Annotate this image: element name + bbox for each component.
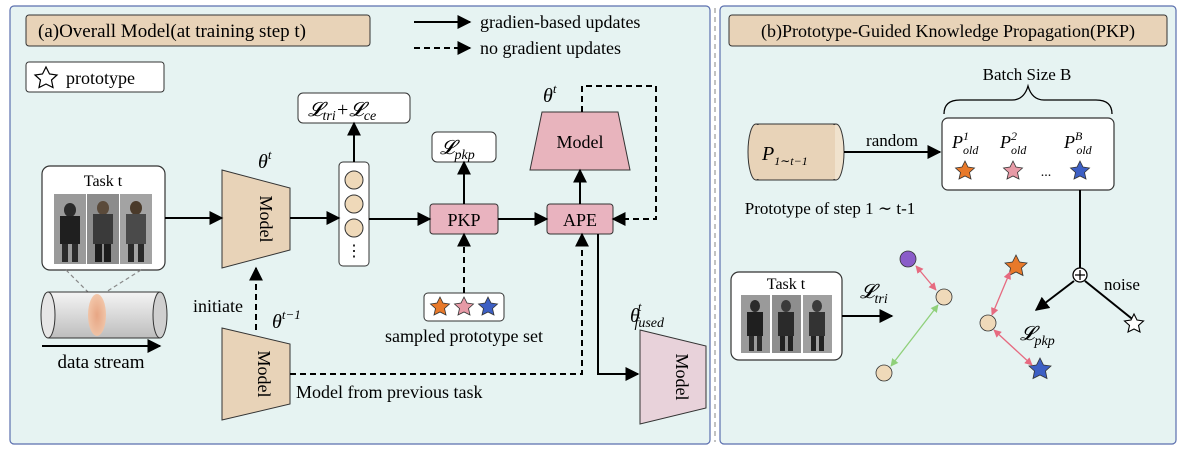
cluster-star-blue-icon (1028, 357, 1052, 380)
random-label: random (866, 131, 918, 150)
model-current (221, 169, 291, 269)
ape-to-fused-arrow (597, 234, 640, 381)
task-t-title-b: Task t (767, 276, 806, 293)
prototype-store-label: P1∼t−1 (761, 143, 808, 168)
triplet-positive-tan (875, 364, 893, 382)
prototype-store-cylinder (747, 123, 845, 181)
model-ema (529, 111, 631, 171)
legend-prototype-label: prototype (66, 68, 135, 88)
model-from-previous-label: Model from previous task (296, 382, 482, 402)
noise-star-icon (1123, 312, 1145, 334)
cluster-sample-tan (979, 314, 997, 332)
cluster-star-orange-icon (1004, 254, 1028, 277)
task-t-images-b (741, 295, 832, 353)
pkp-label: PKP (447, 210, 480, 230)
sampled-star-pink-icon (453, 296, 475, 316)
batch-star-pink-icon (1002, 160, 1024, 180)
panel-a-title-box (25, 14, 371, 47)
model-ema-label: Model (557, 132, 604, 152)
model-previous (221, 327, 291, 421)
noise-to-plus-line (1084, 280, 1137, 323)
feature-circle-1 (344, 170, 364, 190)
batch-size-label: Batch Size B (983, 65, 1072, 84)
plus-sign (1075, 270, 1085, 280)
sampled-prototype-label: sampled prototype set (385, 326, 543, 346)
ema-loop-arrow (581, 85, 657, 226)
initiate-label: initiate (193, 296, 243, 316)
loss-tri-ce: 𝓛tri+𝓛ce (308, 99, 376, 124)
theta-prev: θt−1 (272, 307, 301, 333)
legend-nograd-label: no gradient updates (480, 38, 621, 58)
panel-b-title: (b)Prototype-Guided Knowledge Propagatio… (761, 21, 1135, 42)
task-t-title: Task t (84, 173, 123, 190)
batch-ellipsis: ... (1041, 165, 1052, 180)
prototype-of-step-label: Prototype of step 1 ∼ t-1 (745, 199, 916, 218)
feature-circle-2 (344, 194, 364, 214)
model-current-label: Model (256, 196, 276, 243)
triplet-anchor-purple (899, 250, 917, 268)
feature-dots: ⋮ (346, 243, 362, 260)
triplet-pink-arrow (915, 265, 937, 291)
triplet-anchor-tan (935, 288, 953, 306)
plus-to-cluster-arrow (1034, 280, 1075, 311)
sampled-star-blue-icon (477, 296, 499, 316)
data-stream-label: data stream (57, 352, 144, 373)
noise-label: noise (1104, 275, 1140, 294)
model-fused-label: Model (672, 354, 692, 401)
panel-b-title-box (728, 14, 1168, 47)
legend-prototype-box (25, 61, 165, 93)
cluster-pink-arrow-up (991, 271, 1011, 316)
sampled-star-orange-icon (429, 296, 451, 316)
data-stream-cylinder (40, 291, 168, 339)
panel-a-title: (a)Overall Model(at training step t) (38, 21, 306, 42)
cluster-pink-arrow-down (993, 329, 1033, 366)
model-fused (639, 329, 707, 425)
legend-prototype-star-icon (33, 65, 59, 89)
task-t-images (54, 194, 152, 264)
theta-ema: θt (543, 81, 557, 107)
model-previous-label: Model (254, 351, 274, 398)
prev-model-to-ape-arrow (290, 232, 589, 375)
panel-b-background (719, 5, 1177, 445)
batch-brace (943, 83, 1113, 115)
ape-label: APE (563, 210, 597, 230)
task-zoom-line-left (65, 269, 89, 293)
theta-t: θt (258, 147, 272, 173)
feature-circle-3 (344, 218, 364, 238)
batch-box (941, 117, 1115, 191)
legend-grad-label: gradien-based updates (480, 12, 640, 32)
triplet-green-arrow (890, 304, 939, 367)
batch-star-blue-icon (1069, 160, 1091, 180)
batch-star-orange-icon (954, 160, 976, 180)
